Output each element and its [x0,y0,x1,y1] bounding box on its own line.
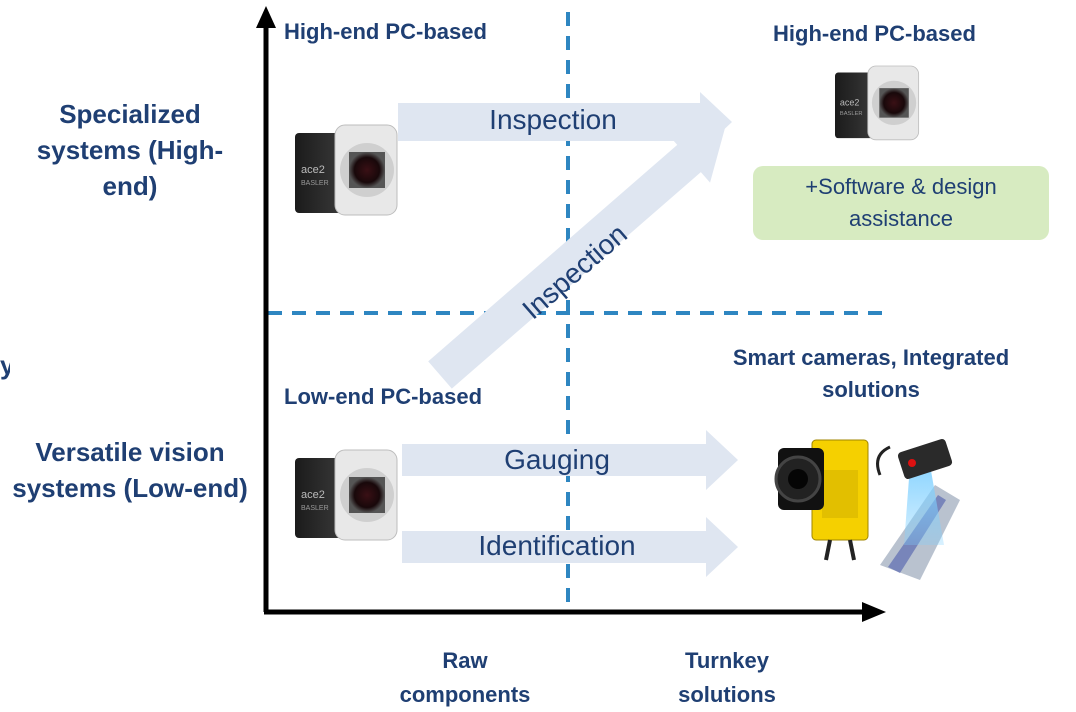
svg-text:ace2: ace2 [301,489,325,501]
x-axis-arrowhead [862,602,886,622]
arrow-gauging [402,430,738,490]
arrow-inspection-diagonal [428,127,726,389]
cut-off-label: y [0,350,10,380]
svg-text:BASLER: BASLER [301,180,329,187]
basler-ace2-camera-icon: ace2 BASLER [835,65,920,141]
laser-sensor-icon [876,439,960,580]
svg-text:ace2: ace2 [840,97,860,107]
y-axis-top-label: Specialized systems (High-end) [36,99,224,201]
arrow-gauging-label: Gauging [504,444,610,475]
quadrant-top-right-label: High-end PC-based [773,21,976,46]
basler-ace2-camera-icon: ace2 BASLER [295,449,398,541]
quadrant-bottom-left-label: Low-end PC-based [284,384,483,409]
software-design-assistance-box: +Software & design assistance [753,166,1049,240]
basler-ace2-camera-icon: ace2 BASLER [295,124,398,216]
x-axis-right-label: Turnkey solutions [678,648,776,707]
quadrant-top-left-label: High-end PC-based [284,19,487,44]
y-axis-bottom-label: Versatile vision systems (Low-end) [12,437,248,503]
smart-camera-icon [774,439,869,561]
svg-text:BASLER: BASLER [301,505,329,512]
arrow-identification-label: Identification [478,530,636,561]
quadrant-bottom-right-label: Smart cameras, Integrated solutions [732,345,1010,402]
arrow-inspection-top [398,92,732,152]
x-axis-left-label: Raw components [399,648,531,707]
svg-text:BASLER: BASLER [840,111,863,117]
software-design-assistance-text: +Software & design assistance [805,174,997,231]
arrow-inspection-top-label: Inspection [489,104,617,135]
svg-text:ace2: ace2 [301,164,325,176]
arrow-identification [402,517,738,577]
y-axis-arrowhead [256,6,276,28]
